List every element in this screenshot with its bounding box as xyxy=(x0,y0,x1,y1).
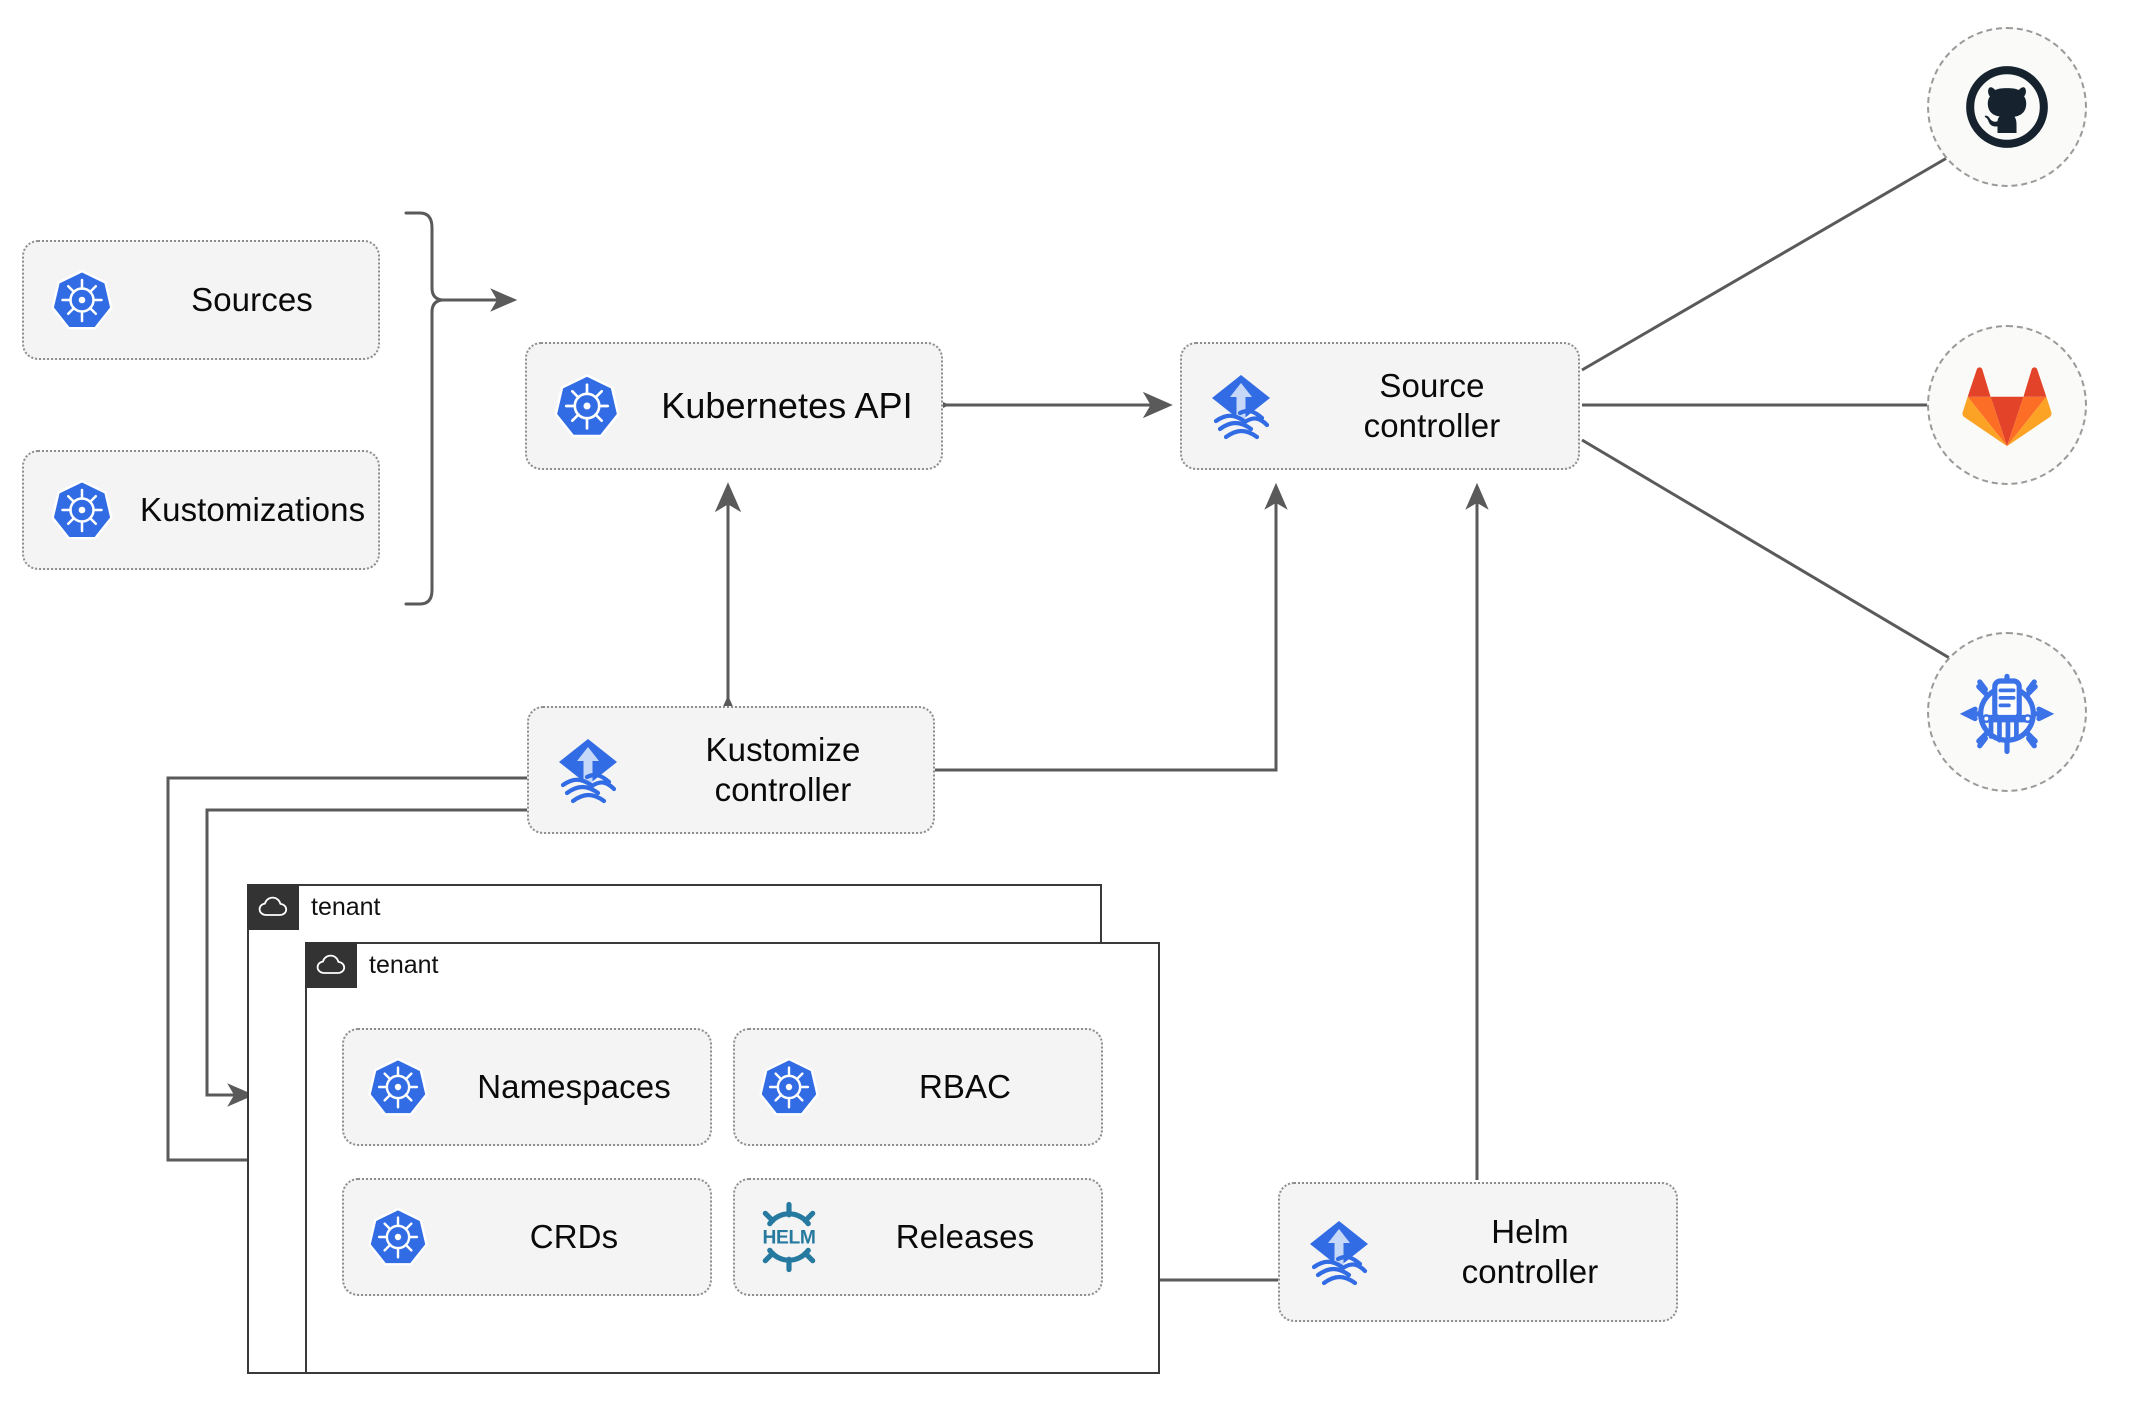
node-kustomizations-label: Kustomizations xyxy=(140,490,366,528)
node-rbac[interactable]: RBAC xyxy=(733,1028,1103,1146)
kubernetes-icon xyxy=(24,268,140,332)
node-kustomize-controller-line2: controller xyxy=(714,771,852,808)
helm-icon: HELM xyxy=(735,1200,843,1274)
node-helm-controller-label: Helm controller xyxy=(1398,1212,1676,1293)
node-crds[interactable]: CRDs xyxy=(342,1178,712,1296)
github-icon xyxy=(1966,66,2048,148)
node-rbac-label: RBAC xyxy=(918,1067,1012,1105)
kubernetes-icon xyxy=(344,1056,452,1118)
gitlab-icon xyxy=(1962,367,2052,447)
node-namespaces[interactable]: Namespaces xyxy=(342,1028,712,1146)
node-kustomizations[interactable]: Kustomizations xyxy=(22,450,380,570)
node-helm-controller-line2: controller xyxy=(1461,1253,1599,1290)
tenant-label-outer: tenant xyxy=(311,892,381,921)
node-source-controller-label: Source controller xyxy=(1300,366,1578,447)
cloud-icon xyxy=(246,883,299,930)
node-source-controller-line2: controller xyxy=(1363,407,1501,444)
node-kustomize-controller-line1: Kustomize xyxy=(705,730,861,768)
kubernetes-icon xyxy=(735,1056,843,1118)
node-kustomize-controller[interactable]: Kustomize controller xyxy=(527,706,935,834)
node-sources-label: Sources xyxy=(191,280,313,318)
node-releases-label: Releases xyxy=(895,1217,1035,1255)
node-source-controller-line1: Source xyxy=(1379,366,1485,404)
node-namespaces-label: Namespaces xyxy=(477,1067,671,1105)
tenant-label-inner: tenant xyxy=(369,950,439,979)
kubernetes-icon xyxy=(527,372,647,440)
kubernetes-icon xyxy=(24,478,140,542)
node-kubernetes-api-label: Kubernetes API xyxy=(661,385,913,427)
node-helm-controller-line1: Helm xyxy=(1491,1212,1569,1250)
node-releases[interactable]: HELM Releases xyxy=(733,1178,1103,1296)
node-sources[interactable]: Sources xyxy=(22,240,380,360)
kubernetes-icon xyxy=(344,1206,452,1268)
tenant-frame-inner: tenant xyxy=(304,941,1160,1374)
cloud-icon xyxy=(304,941,357,988)
provider-github[interactable] xyxy=(1927,27,2087,187)
flux-icon xyxy=(1182,369,1300,443)
flux-icon xyxy=(529,733,647,807)
node-helm-controller[interactable]: Helm controller xyxy=(1278,1182,1678,1322)
node-source-controller[interactable]: Source controller xyxy=(1180,342,1580,470)
helm-repository-icon xyxy=(1960,673,2054,755)
svg-text:HELM: HELM xyxy=(762,1228,815,1249)
provider-gitlab[interactable] xyxy=(1927,325,2087,485)
provider-helm-repository[interactable] xyxy=(1927,632,2087,792)
node-crds-label: CRDs xyxy=(529,1217,619,1255)
node-kubernetes-api[interactable]: Kubernetes API xyxy=(525,342,943,470)
node-kustomize-controller-label: Kustomize controller xyxy=(647,730,933,811)
flux-icon xyxy=(1280,1215,1398,1289)
